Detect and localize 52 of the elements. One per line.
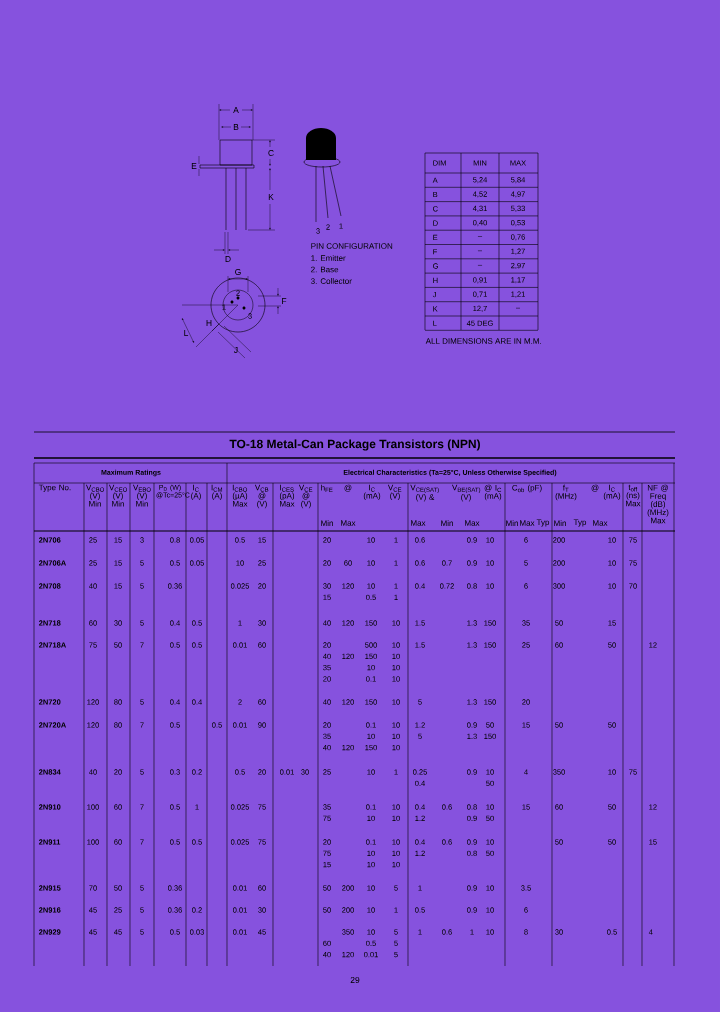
column-header: Min [506,520,518,526]
note: ALL DIMENSIONS ARE IN M.M. [425,338,541,344]
dimension-label: G [235,269,241,275]
column-header: Typ [573,519,587,527]
column-header: t$_{off}$ (ns) Max [626,484,641,507]
column-header: NF @ Freq (dB) (MHz) Max [647,484,669,524]
column-header: Min [554,520,566,526]
column-header: I$_{CES}$ (pA) Max [279,484,295,507]
column-header: I$_{CM}$ (A) [211,484,223,501]
dimension-label: C [268,150,274,156]
column-header: @ [344,484,352,492]
dimension-label: J [234,347,238,353]
column-header: h$_{FE}$ [321,484,333,492]
column-header: I$_{C}$ (A) [191,484,201,501]
dimension-label: H [206,320,212,326]
dimension-label: D [225,256,231,262]
column-header: Typ [536,519,550,527]
pin-description: 3. Collector [311,278,352,284]
column-header: Min [321,520,333,526]
column-header: Max [411,520,426,526]
dimension-label: B [233,124,239,130]
pin-description: 2. Base [311,266,339,273]
column-header: V$_{BE(SAT)}$ (V) [452,484,481,502]
dimension-label: K [268,194,274,200]
dimension-label: F [282,298,287,304]
column-header: I$_{C}$ (mA) [363,484,381,501]
dimension-label: A [233,107,239,113]
column-header: @ [591,484,599,492]
column-header: Max [465,520,480,526]
column-header: V$_{CE}$ @ (V) [298,484,313,509]
column-header: I$_{CBO}$ (µA) Max [232,484,248,507]
pin-description: 1. Emitter [311,255,346,261]
dimension-label: E [191,163,197,169]
column-header: Type No. [38,484,71,492]
column-header: C$_{ob}$ (pF) [512,484,542,493]
column-header: Max [593,520,608,526]
page-number: 29 [350,977,360,983]
column-header: V$_{CB}$ @ (V) [254,484,269,509]
column-header: V$_{EBO}$ (V) Min [133,484,151,507]
column-header: Max [520,520,535,526]
column-header: V$_{CE}$ (V) [387,484,402,501]
table-title: TO-18 Metal-Can Package Transistors (NPN) [229,439,480,451]
pin-configuration-heading: PIN CONFIGURATION [311,243,393,249]
column-header: Max [341,520,356,526]
column-header: V$_{CBO}$ (V) Min [86,484,105,507]
column-header: V$_{CEO}$ (V) Min [109,484,128,507]
column-header: f$_{T}$ (MHz) [555,484,577,501]
column-header: I$_{C}$ (mA) [603,484,621,501]
column-header: Min [441,520,453,526]
dimension-label: L [184,330,189,336]
column-header: @ I$_{C}$ (mA) [484,484,502,501]
column-header: V$_{CE(SAT)}$ (V) & [410,484,439,502]
